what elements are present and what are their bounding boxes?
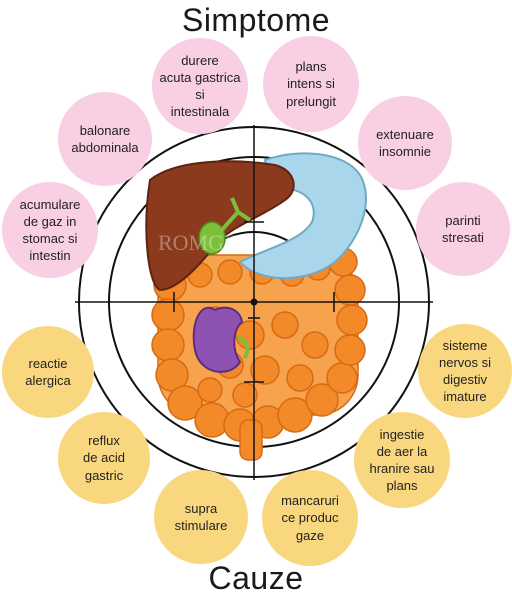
cause-bubble-immature-systems: sisteme nervos si digestiv imature: [418, 324, 512, 418]
cause-bubble-acid-reflux: reflux de acid gastric: [58, 412, 150, 504]
kidney-illustration: [192, 306, 244, 373]
watermark: ROMGEC: [158, 230, 252, 255]
cause-bubble-gassy-foods: mancaruri ce produc gaze: [262, 470, 358, 566]
causes-title: Cauze: [208, 560, 304, 596]
symptom-bubble-bloating: balonare abdominala: [58, 92, 152, 186]
cause-bubble-air-ingestion: ingestie de aer la hranire sau plans: [354, 412, 450, 508]
cause-bubble-overstimulation: supra stimulare: [154, 470, 248, 564]
target-center-dot: [250, 298, 258, 306]
bile-duct-illustration: [218, 197, 252, 234]
symptom-bubble-exhaustion: extenuare insomnie: [358, 96, 452, 190]
gallbladder-illustration: [198, 221, 226, 255]
ureter-illustration: [237, 336, 250, 360]
symptom-bubble-gas-buildup: acumulare de gaz in stomac si intestin: [2, 182, 98, 278]
symptom-bubble-stressed-parents: parinti stresati: [416, 182, 510, 276]
symptom-bubble-crying: plans intens si prelungit: [263, 36, 359, 132]
cause-bubble-allergic-reaction: reactie alergica: [2, 326, 94, 418]
symptom-bubble-acute-pain: durere acuta gastrica si intestinala: [152, 38, 248, 134]
symptoms-title: Simptome: [181, 2, 331, 38]
